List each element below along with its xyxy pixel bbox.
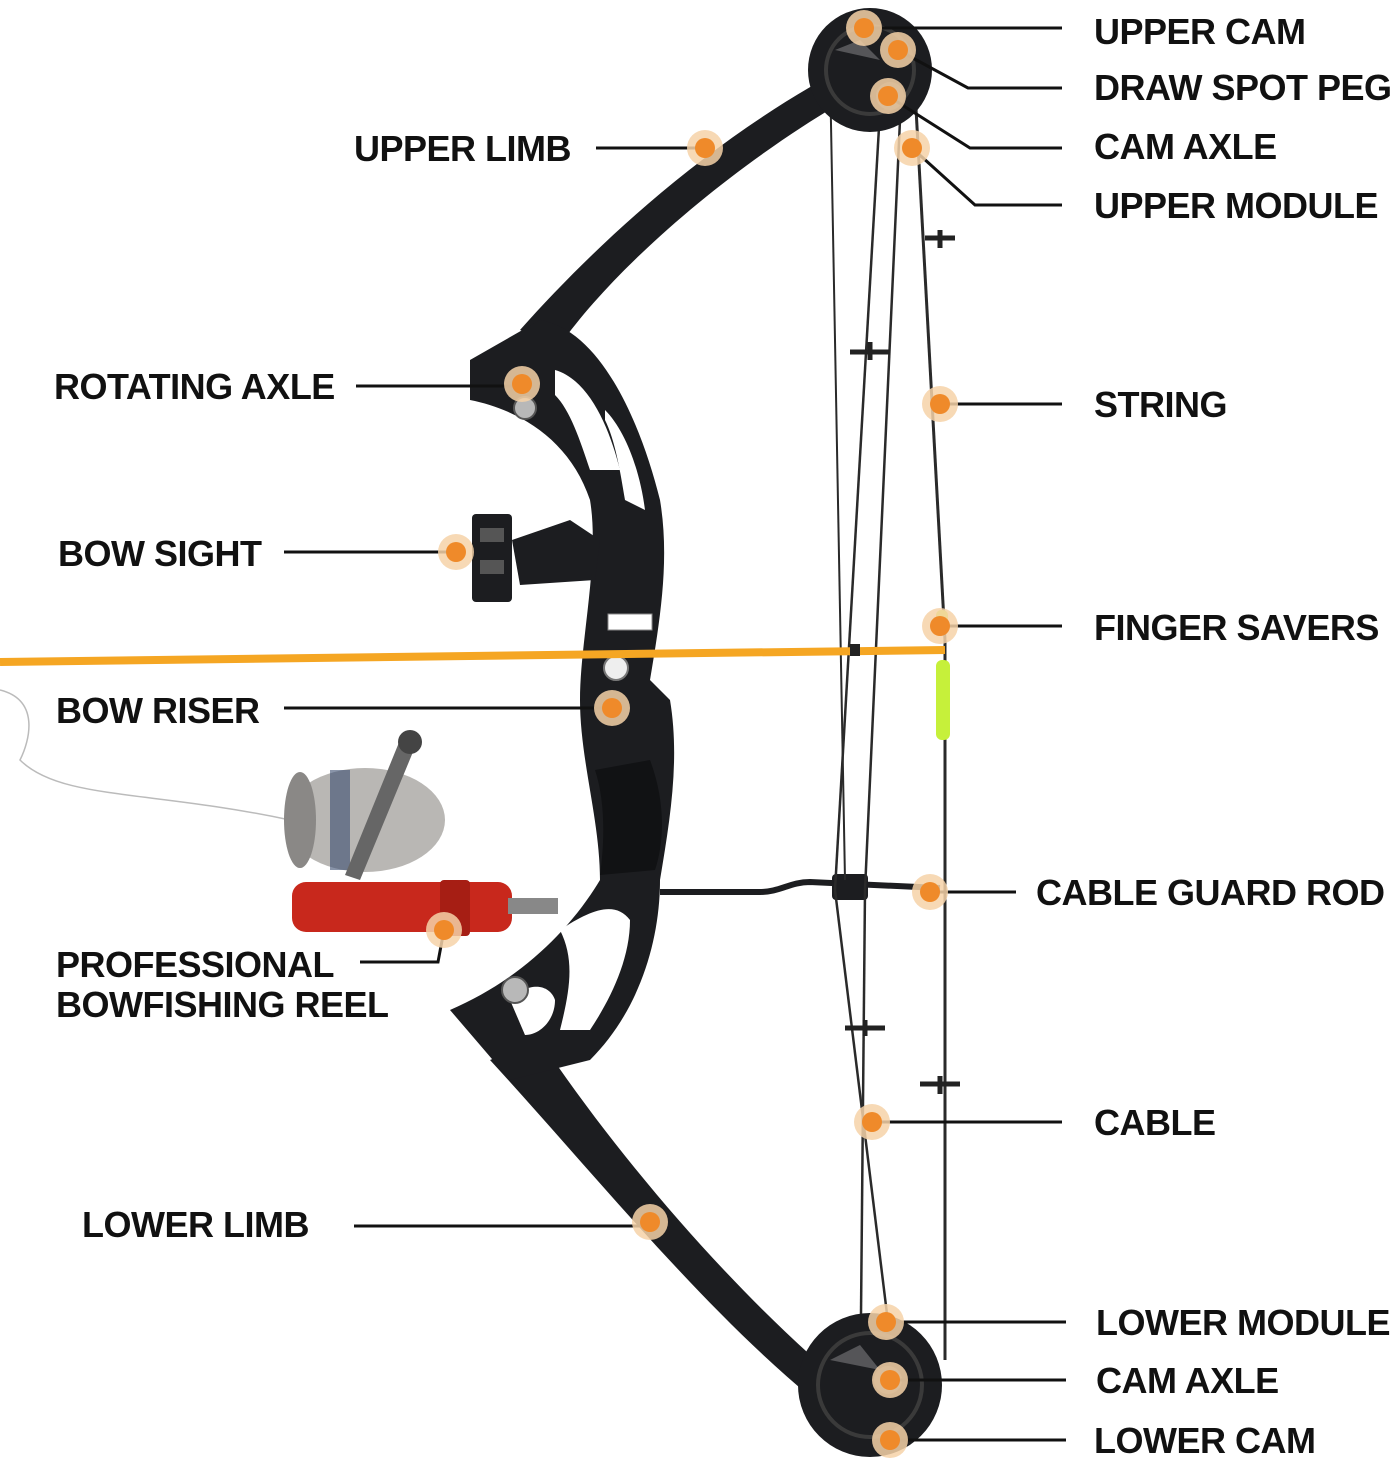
marker-bow-riser	[594, 690, 630, 726]
marker-upper-limb	[687, 130, 723, 166]
leader-cam-axle-upper	[887, 94, 1062, 150]
marker-cam-axle-upper	[870, 78, 906, 114]
label-draw-spot-peg: DRAW SPOT PEG	[1094, 67, 1392, 108]
label-finger-savers: FINGER SAVERS	[1094, 607, 1379, 648]
label-upper-limb: UPPER LIMB	[354, 128, 572, 169]
fishing-line	[0, 689, 291, 821]
lower-cam-shape	[798, 1313, 942, 1457]
string-line	[913, 89, 947, 641]
lower-limb-shape	[490, 1040, 858, 1420]
leader-upper-module	[910, 146, 1062, 207]
marker-rotating-axle	[504, 366, 540, 402]
cable-line-b	[863, 119, 902, 891]
marker-cam-axle-lower	[872, 1362, 908, 1398]
label-lower-cam: LOWER CAM	[1094, 1420, 1316, 1461]
label-lower-module: LOWER MODULE	[1096, 1302, 1390, 1343]
label-upper-cam: UPPER CAM	[1094, 11, 1306, 52]
marker-cable-guard-rod	[912, 874, 948, 910]
callout-markers	[426, 10, 958, 1458]
marker-bowfishing-reel	[426, 912, 462, 948]
marker-bow-sight	[438, 534, 474, 570]
label-cam-axle-upper: CAM AXLE	[1094, 126, 1277, 167]
cable-guard-rod-shape	[660, 878, 941, 895]
label-lower-limb: LOWER LIMB	[82, 1204, 309, 1245]
marker-lower-cam	[872, 1422, 908, 1458]
marker-string	[922, 386, 958, 422]
marker-lower-limb	[632, 1204, 668, 1240]
cable-line-a	[833, 109, 882, 891]
marker-cable	[854, 1104, 890, 1140]
label-cable-guard-rod: CABLE GUARD ROD	[1036, 872, 1385, 913]
label-cable: CABLE	[1094, 1102, 1216, 1143]
marker-upper-cam	[846, 10, 882, 46]
bow-sight-shape	[472, 514, 512, 602]
label-bow-riser: BOW RISER	[56, 690, 260, 731]
label-rotating-axle: ROTATING AXLE	[54, 366, 335, 407]
label-bow-sight: BOW SIGHT	[58, 533, 262, 574]
finger-saver-shape	[936, 660, 950, 740]
marker-lower-module	[868, 1304, 904, 1340]
riser-shape	[450, 320, 675, 1080]
leader-draw-spot-peg	[897, 48, 1062, 90]
marker-upper-module	[894, 130, 930, 166]
label-bowfishing-reel-line2: BOWFISHING REEL	[56, 984, 389, 1025]
label-bowfishing-reel-line1: PROFESSIONAL	[56, 944, 335, 985]
upper-limb-shape	[520, 60, 878, 345]
marker-finger-savers	[922, 608, 958, 644]
label-cam-axle-lower: CAM AXLE	[1096, 1360, 1279, 1401]
label-upper-module: UPPER MODULE	[1094, 185, 1379, 226]
arrow-shaft	[0, 646, 946, 666]
bowfishing-reel-shape	[284, 730, 558, 936]
label-string: STRING	[1094, 384, 1228, 425]
marker-draw-spot-peg	[880, 32, 916, 68]
